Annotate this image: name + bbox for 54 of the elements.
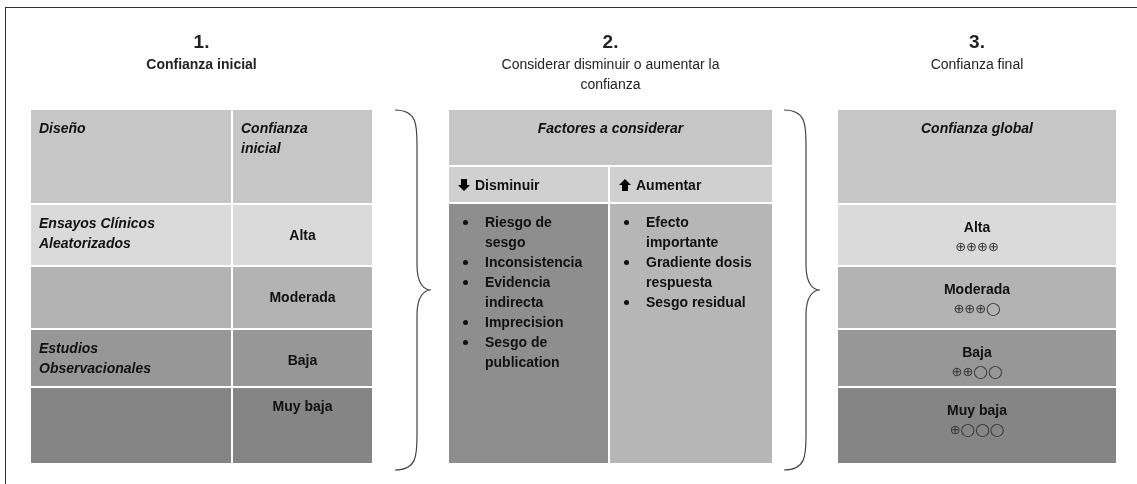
level-text: Baja [962,343,992,362]
table-cell [838,267,1116,328]
step-title: Confianza final [929,55,1025,74]
table-cell [31,330,231,386]
header-text: Diseño [38,119,87,138]
table-cell [838,330,1116,386]
list-item: Inconsistencia [485,253,583,272]
step-number: 2. [602,30,619,54]
table-cell [233,330,372,386]
level-text: Baja [286,351,319,370]
table-cell [233,267,372,328]
header-text: Confianza global [920,119,1034,138]
empty-cell [31,388,231,463]
table-cell [838,205,1116,265]
level-text: Alta [963,218,991,237]
table-cell [31,205,231,265]
step-title: Considerar disminuir o aumentar la confianza [500,55,721,94]
list-item: Riesgo de sesgo [485,213,553,252]
step-number: 3. [969,30,985,54]
level-text: Moderada [943,280,1011,299]
step-number: 1. [193,30,210,54]
header-text: Confianza inicial [240,119,309,158]
column-header [449,167,608,202]
level-text: Muy baja [271,397,334,416]
step-title: Confianza inicial [145,55,258,74]
header-cell [449,110,772,165]
certainty-symbols: ⊕⊕◯◯ [951,363,1003,381]
column-header [610,167,772,202]
header-cell [838,110,1116,203]
list-item: Efecto importante [646,213,720,252]
level-text: Moderada [268,288,337,307]
design-text: Estudios Observacionales [38,339,153,378]
level-text: Alta [288,226,317,245]
header-cell [31,110,231,203]
header-text: Factores a considerar [536,119,685,138]
list-item: Sesgo residual [646,293,746,312]
certainty-symbols: ⊕◯◯◯ [949,421,1005,439]
list-item: Sesgo de publication [485,333,561,372]
column-label: Disminuir [475,176,540,195]
table-cell [233,205,372,265]
column-label: Aumentar [636,176,702,195]
header-cell [233,110,372,203]
list-item: Imprecision [485,313,564,332]
empty-cell [31,267,231,328]
table-cell [838,388,1116,463]
certainty-symbols: ⊕⊕⊕⊕ [955,238,999,256]
design-text: Ensayos Clínicos Aleatorizados [38,214,156,253]
list-cell [449,204,608,463]
list-cell [610,204,772,463]
list-item: Evidencia indirecta [485,273,552,312]
table-cell [233,388,372,463]
level-text: Muy baja [947,401,1007,420]
list-item: Gradiente dosis respuesta [646,253,752,292]
certainty-symbols: ⊕⊕⊕◯ [953,300,1001,318]
